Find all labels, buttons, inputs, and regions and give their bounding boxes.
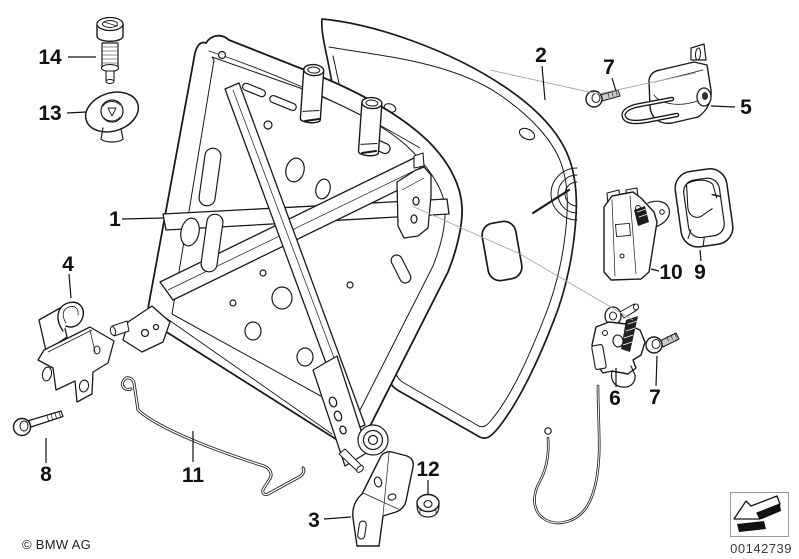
latch-part-6 bbox=[533, 303, 646, 525]
callout-9[interactable]: 9 bbox=[694, 261, 706, 284]
panel-emboss-arcs bbox=[531, 167, 578, 221]
callout-1[interactable]: 1 bbox=[109, 208, 121, 231]
callout-11[interactable]: 11 bbox=[182, 464, 205, 487]
callout-12[interactable]: 12 bbox=[416, 458, 439, 481]
callout-6[interactable]: 6 bbox=[609, 387, 621, 410]
callout-7-lower[interactable]: 7 bbox=[649, 386, 661, 409]
frame-pivot-boss bbox=[357, 424, 389, 456]
callout-5[interactable]: 5 bbox=[740, 96, 752, 119]
release-cable bbox=[533, 384, 601, 525]
bezel-part-9 bbox=[674, 168, 734, 248]
callout-2[interactable]: 2 bbox=[535, 44, 547, 67]
callout-10[interactable]: 10 bbox=[659, 261, 682, 284]
frame-pivot-bracket bbox=[312, 355, 369, 473]
leader-lines bbox=[45, 56, 736, 520]
pin-part-14 bbox=[96, 16, 124, 84]
bolt-part-7-lower bbox=[645, 332, 680, 354]
lock-mechanism-part-10 bbox=[603, 187, 671, 281]
callout-labels: 1 2 3 4 5 6 7 7 8 9 10 11 12 13 14 bbox=[38, 44, 752, 532]
callout-8[interactable]: 8 bbox=[40, 463, 52, 486]
wire-rod-part-11 bbox=[120, 376, 306, 496]
construction-lines bbox=[411, 69, 697, 321]
frame-x-brace bbox=[159, 82, 428, 432]
nut-part-12 bbox=[416, 493, 440, 518]
direction-of-travel-plate bbox=[730, 492, 789, 537]
callout-14[interactable]: 14 bbox=[38, 46, 62, 69]
bolt-part-7-upper bbox=[585, 89, 621, 108]
callout-4[interactable]: 4 bbox=[62, 253, 74, 276]
grommet-part-13 bbox=[84, 91, 140, 143]
backrest-frame-part-1 bbox=[109, 34, 463, 473]
image-number: 00142739 bbox=[730, 541, 792, 556]
callout-3[interactable]: 3 bbox=[308, 509, 320, 532]
headrest-guide-tubes bbox=[299, 63, 383, 157]
callout-7-upper[interactable]: 7 bbox=[603, 56, 615, 79]
striker-bracket-part-5 bbox=[621, 43, 712, 125]
frame-right-mount bbox=[396, 152, 432, 239]
clamp-bracket-part-4 bbox=[37, 301, 115, 403]
frame-lower-left-bracket bbox=[109, 305, 171, 353]
bracket-part-3 bbox=[352, 451, 414, 547]
bmw-copyright: © BMW AG bbox=[22, 537, 92, 552]
callout-13[interactable]: 13 bbox=[38, 102, 61, 125]
bolt-part-8 bbox=[12, 410, 64, 437]
direction-of-travel-arrow-icon bbox=[733, 495, 781, 532]
